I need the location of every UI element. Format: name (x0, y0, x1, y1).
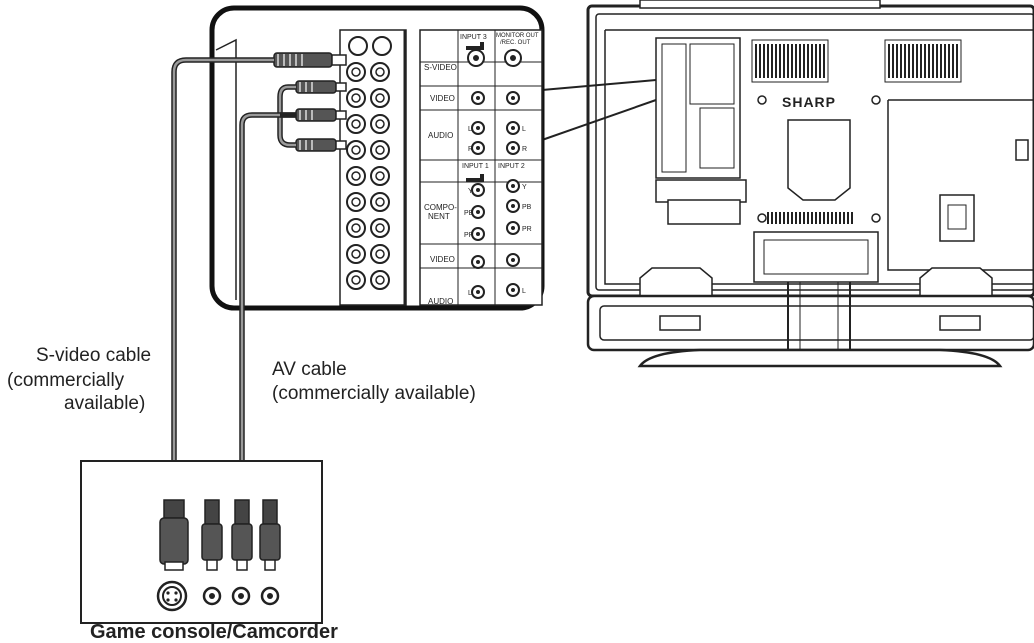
svideo-cable-label-1: S-video cable (36, 345, 151, 367)
panel-video: VIDEO (430, 94, 455, 103)
panel-input3: INPUT 3 (460, 34, 487, 41)
panel-monitor-out-1: MONITOR OUT (496, 33, 539, 39)
terminal-zoom-panel: INPUT 3 MONITOR OUT /REC. OUT S-VIDEO VI… (212, 8, 542, 308)
panel-l-4: L (522, 288, 526, 295)
panel-audio: AUDIO (428, 131, 453, 140)
panel-svideo: S-VIDEO (424, 63, 457, 72)
tv-rear-view (588, 0, 1034, 366)
rca-plugs-bottom (202, 500, 280, 570)
panel-input1: INPUT 1 (462, 163, 489, 170)
svideo-plug-top (274, 53, 346, 67)
rca-plugs-top (296, 81, 346, 151)
svideo-cable-label-3: available) (64, 393, 145, 415)
panel-monitor-out-2: /REC. OUT (500, 40, 531, 46)
panel-component-1: COMPO- (424, 203, 457, 212)
tv-brand-logo: SHARP (782, 94, 836, 110)
panel-pr: PR (464, 232, 474, 239)
panel-pb-2: PB (522, 204, 532, 211)
panel-r: R (468, 146, 473, 153)
av-cable-label-2: (commercially available) (272, 383, 476, 405)
panel-video-2: VIDEO (430, 255, 455, 264)
panel-input2: INPUT 2 (498, 163, 525, 170)
panel-r-2: R (522, 146, 527, 153)
panel-pb: PB (464, 210, 474, 217)
panel-y: Y (468, 188, 473, 195)
av-cable-label-1: AV cable (272, 359, 347, 381)
panel-l-2: L (522, 126, 526, 133)
device-label: Game console/Camcorder (90, 622, 338, 643)
panel-audio-2: AUDIO (428, 297, 453, 306)
svideo-cable-label-2: (commercially (7, 370, 124, 392)
device-box (81, 461, 322, 623)
panel-pr-2: PR (522, 226, 532, 233)
panel-l-3: L (468, 290, 472, 297)
rca-jack-icons (204, 588, 278, 604)
panel-l: L (468, 126, 472, 133)
panel-component-2: NENT (428, 212, 450, 221)
panel-y-2: Y (522, 184, 527, 191)
svideo-plug-bottom (160, 500, 188, 570)
